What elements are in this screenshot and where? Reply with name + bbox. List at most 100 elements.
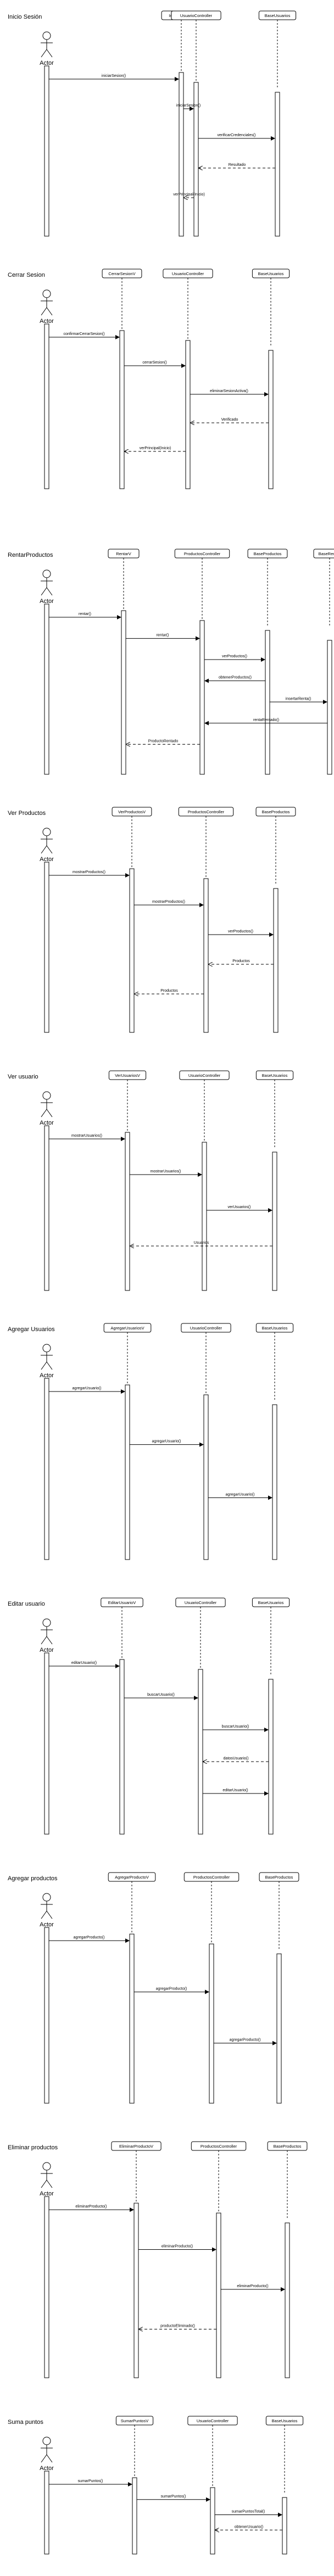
participant-label: EditarUsuarioV xyxy=(108,1600,136,1605)
actor-activation xyxy=(44,1125,49,1291)
activation-bar xyxy=(129,868,135,1033)
actor-icon xyxy=(41,828,53,854)
activation-bar xyxy=(268,1679,274,1835)
message-label: rentar() xyxy=(79,612,91,616)
actor-activation xyxy=(44,1652,49,1835)
message-label: agregarUsuario() xyxy=(152,1440,181,1444)
participant-label: ProductosController xyxy=(201,2144,237,2149)
message-label: verificarCredenciales() xyxy=(217,133,255,137)
message-label: agregarProducto() xyxy=(230,2038,261,2042)
activation-bar xyxy=(198,1669,203,1835)
message-label: mostrarUsuarios() xyxy=(71,1134,102,1138)
participant-label: UsuarioController xyxy=(188,1073,221,1078)
message-label: verPrincipal(Inicio) xyxy=(173,193,205,197)
activation-bar xyxy=(125,1132,130,1291)
actor-label: Actor xyxy=(40,1647,54,1653)
actor-activation xyxy=(44,2196,49,2378)
diagram-title: Inicio Sesión xyxy=(8,14,42,20)
actor-label: Actor xyxy=(40,1120,54,1126)
actor-icon xyxy=(41,1344,53,1370)
message-label: datosUsuario() xyxy=(224,1757,249,1761)
diagram-title: Cerrar Sesion xyxy=(8,272,45,278)
participant-label: AgregarProductoV xyxy=(115,1875,149,1880)
message-label: eliminarProducto() xyxy=(237,2284,268,2288)
activation-bar xyxy=(282,2497,287,2555)
message-label: eliminarProducto() xyxy=(162,2245,193,2249)
activation-bar xyxy=(272,1152,277,1291)
participant-label: CerrarSesionV xyxy=(108,271,135,276)
activation-bar xyxy=(276,1953,282,2104)
actor-label: Actor xyxy=(40,1372,54,1379)
participant-label: BaseUsuarios xyxy=(258,1600,284,1605)
actor-label: Actor xyxy=(40,2465,54,2472)
activation-bar xyxy=(133,2203,139,2378)
participant-label: BaseUsuarios xyxy=(262,1073,288,1078)
actor-icon xyxy=(41,2162,53,2188)
message-label: sumarPuntos() xyxy=(78,2479,103,2483)
participant-label: ProductosController xyxy=(188,809,225,814)
message-label: agregarProducto() xyxy=(74,1936,105,1940)
message-label: editarUsuario() xyxy=(71,1661,97,1665)
actor-label: Actor xyxy=(40,60,54,66)
participant-label: BaseProductos xyxy=(254,551,282,556)
activation-bar xyxy=(268,350,274,489)
activation-bar xyxy=(199,620,205,775)
activation-bar xyxy=(119,330,125,489)
activation-bar xyxy=(202,1142,207,1291)
activation-bar xyxy=(193,82,199,237)
participant-label: BaseProductos xyxy=(274,2144,302,2149)
actor-label: Actor xyxy=(40,598,54,605)
message-label: mostrarProductos() xyxy=(73,870,105,874)
message-label: mostrarUsuarios() xyxy=(150,1170,181,1174)
diagram-title: Eliminar productos xyxy=(8,2144,58,2151)
activation-bar xyxy=(265,630,270,775)
actor-label: Actor xyxy=(40,2191,54,2197)
participant-label: VerUsuariosV xyxy=(115,1073,140,1078)
activation-bar xyxy=(209,1943,214,2104)
message-label: Resultado xyxy=(229,163,246,167)
message-label: eliminarProducto() xyxy=(75,2205,107,2209)
participant-label: AgregarUsuariosV xyxy=(110,1326,144,1331)
activation-bar xyxy=(272,1404,277,1560)
message-label: Verificado xyxy=(221,418,238,422)
message-label: ProductoRentado xyxy=(148,739,179,743)
participant-label: SumarPuntosV xyxy=(121,2418,148,2423)
message-label: buscarUsuario() xyxy=(222,1725,249,1729)
actor-icon xyxy=(41,1618,53,1645)
actor-label: Actor xyxy=(40,318,54,325)
participant-label: BaseUsuarios xyxy=(265,13,291,18)
message-label: verProductos() xyxy=(222,655,247,658)
diagram-title: Agregar productos xyxy=(8,1875,58,1882)
message-label: obtenerUsuario() xyxy=(235,2525,264,2529)
message-label: agregarUsuario() xyxy=(226,1493,255,1496)
participant-label: UsuarioController xyxy=(197,2418,229,2423)
participant-label: RentarV xyxy=(116,551,131,556)
participant-label: ProductosController xyxy=(193,1875,230,1880)
message-label: sumarPuntosTotal() xyxy=(232,2510,265,2514)
participant-label: UsuarioController xyxy=(172,271,204,276)
diagram-root: Inicio SesiónActorInicioSesionVUsuarioCo… xyxy=(8,10,334,2555)
activation-bar xyxy=(285,2222,290,2378)
actor-label: Actor xyxy=(40,1921,54,1928)
message-label: agregarProducto() xyxy=(156,1987,187,1991)
participant-label: BaseUsuarios xyxy=(258,271,284,276)
actor-activation xyxy=(44,65,49,237)
message-label: Productos xyxy=(160,989,178,993)
activation-bar xyxy=(132,2477,137,2555)
sequence-diagram: Eliminar productosActorEliminarProductoV… xyxy=(8,2141,308,2378)
message-label: Usuarios xyxy=(194,1241,209,1245)
activation-bar xyxy=(203,878,209,1033)
participant-label: BaseUsuarios xyxy=(272,2418,298,2423)
message-label: cerrarSesion() xyxy=(142,361,166,365)
participant-label: UsuarioController xyxy=(180,13,213,18)
participant-label: VerProductosV xyxy=(118,809,146,814)
participant-label: BaseRentas xyxy=(319,551,334,556)
